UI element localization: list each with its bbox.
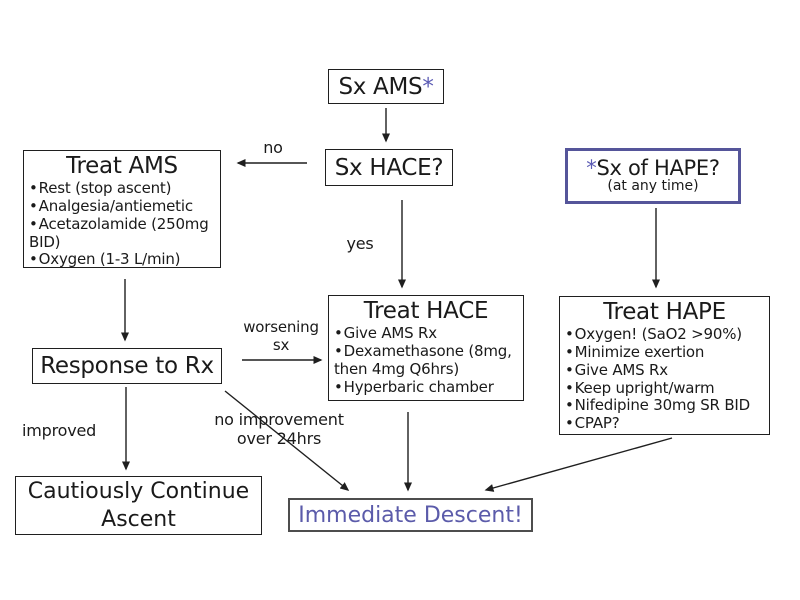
immediate-label: Immediate Descent! [298, 502, 523, 528]
node-sx-hape: *Sx of HAPE? (at any time) [565, 148, 741, 204]
node-sx-ams: Sx AMS* [328, 69, 444, 104]
list-item: Give AMS Rx [334, 325, 519, 343]
response-label: Response to Rx [40, 353, 214, 379]
treat-ams-title: Treat AMS [66, 153, 178, 179]
node-treat-ams: Treat AMS Rest (stop ascent) Analgesia/a… [23, 150, 221, 268]
edge-label-improved: improved [22, 421, 97, 440]
treat-ams-list: Rest (stop ascent) Analgesia/antiemetic … [24, 180, 220, 268]
list-item: Rest (stop ascent) [29, 180, 216, 198]
sx-ams-label: Sx AMS [338, 73, 423, 100]
list-item: Dexamethasone (8mg, then 4mg Q6hrs) [334, 342, 519, 378]
node-response-to-rx: Response to Rx [32, 348, 222, 384]
treat-hace-title: Treat HACE [363, 298, 489, 324]
sx-hape-asterisk: * [586, 156, 597, 181]
sx-ams-asterisk: * [422, 73, 434, 100]
sx-hape-sublabel: (at any time) [607, 178, 699, 195]
list-item: Minimize exertion [565, 343, 765, 362]
treat-hape-title: Treat HAPE [603, 299, 726, 325]
edge-label-no-improvement: no improvement over 24hrs [214, 410, 344, 449]
node-cautiously-continue: Cautiously Continue Ascent [15, 476, 262, 535]
list-item: CPAP? [565, 414, 765, 433]
list-item: Analgesia/antiemetic [29, 197, 216, 216]
node-treat-hape: Treat HAPE Oxygen! (SaO2 >90%) Minimize … [559, 296, 770, 435]
node-treat-hace: Treat HACE Give AMS Rx Dexamethasone (8m… [328, 295, 524, 401]
list-item: Acetazolamide (250mg BID) [29, 215, 216, 251]
sx-hape-label-row: *Sx of HAPE? [586, 157, 720, 179]
treat-hape-list: Oxygen! (SaO2 >90%) Minimize exertion Gi… [560, 326, 769, 432]
edge-label-worsening-sx: worsening sx [243, 318, 319, 354]
list-item: Hyperbaric chamber [334, 378, 519, 397]
edge-label-yes: yes [346, 234, 374, 253]
edge-label-no: no [263, 138, 283, 157]
sx-hace-label: Sx HACE? [334, 154, 444, 181]
list-item: Give AMS Rx [565, 361, 765, 380]
sx-hape-label: Sx of HAPE? [596, 156, 720, 181]
node-sx-hace: Sx HACE? [325, 149, 453, 186]
list-item: Nifedipine 30mg SR BID [565, 396, 765, 415]
cautiously-label: Cautiously Continue Ascent [27, 479, 250, 532]
list-item: Oxygen! (SaO2 >90%) [565, 326, 765, 344]
node-immediate-descent: Immediate Descent! [288, 498, 533, 532]
arrow-treat-hape-to-immediate [484, 437, 673, 492]
treat-hace-list: Give AMS Rx Dexamethasone (8mg, then 4mg… [329, 325, 523, 396]
list-item: Oxygen (1-3 L/min) [29, 250, 216, 269]
list-item: Keep upright/warm [565, 379, 765, 398]
